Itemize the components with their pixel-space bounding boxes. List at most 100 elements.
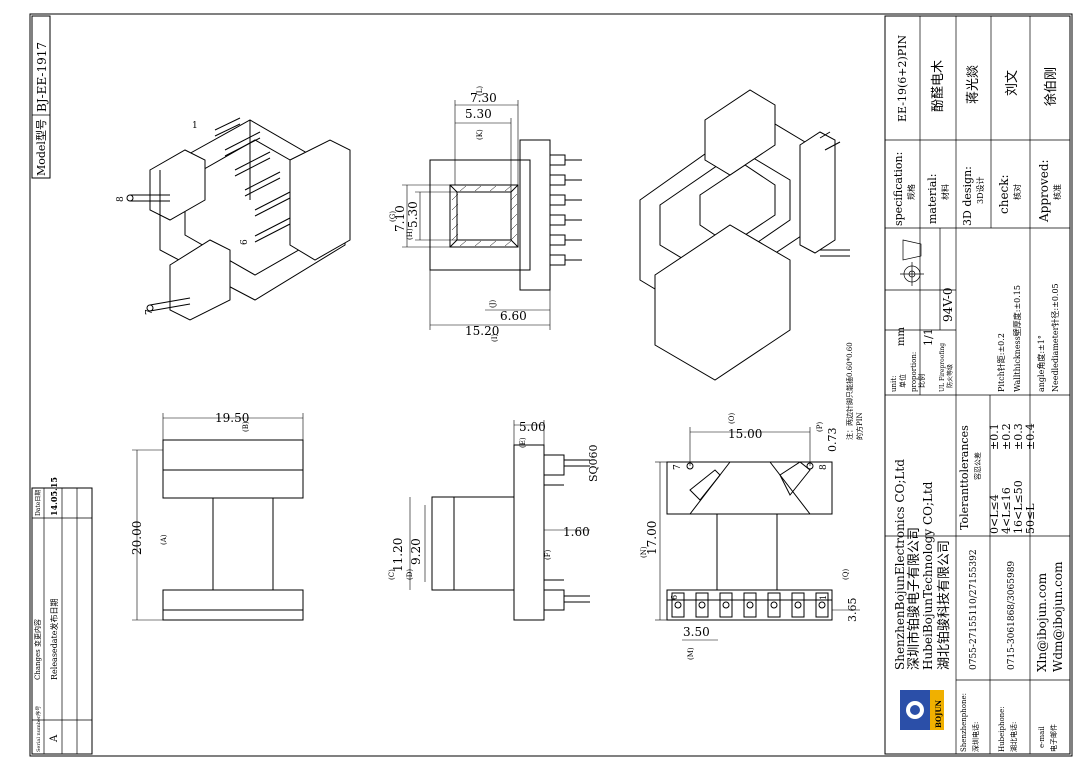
proportion-value: 1/1 — [922, 328, 935, 346]
shenzhen-phone-label-cn: 深圳电话: — [971, 722, 980, 752]
change-header-changes: Changes 变更内容 — [33, 619, 42, 680]
ul-label-cn: 防火等级 — [946, 364, 954, 388]
iso-pin-8-label: 8 — [116, 196, 126, 202]
bottom-pin-1-label: 1 — [819, 595, 828, 600]
approved-value: 徐伯刚 — [1044, 67, 1059, 106]
bottom-pin-6-label: 6 — [670, 595, 679, 600]
dim-top-g-value: 7.10 — [393, 205, 407, 232]
side-view-dimension-lines — [132, 413, 304, 621]
dim-front-c-tag: (C) — [388, 569, 396, 580]
dim-top-j-value: 6.60 — [500, 309, 527, 323]
dim-side-a-value: 20.00 — [130, 521, 144, 555]
bottom-pin-7-label: 7 — [673, 464, 683, 470]
dim-top-i-tag: (I) — [491, 334, 499, 342]
email-1: Xln@ibojun.com — [1035, 572, 1049, 672]
dim-top-h-tag: (H) — [406, 228, 414, 240]
side-view — [162, 439, 304, 621]
dim-bottom-n-tag: (N) — [640, 546, 648, 558]
projection-symbol-icon — [900, 239, 924, 286]
dim-side-b-value: 19.50 — [215, 411, 249, 425]
company-line-2: 深圳市铂骏电子有限公司 — [906, 527, 922, 670]
iso-pin-6-label: 6 — [240, 239, 250, 245]
change-header-date: Date日期 — [34, 490, 42, 516]
top-view-dimension-lines — [402, 100, 551, 330]
design-label-cn: 3D设计 — [975, 176, 985, 204]
note-line-2: 的方PIN — [855, 412, 864, 440]
bottom-view-dimension-lines — [655, 427, 860, 641]
tolerance-title-en: Toleranttolerances — [958, 425, 971, 530]
unit-label-cn: 单位 — [898, 374, 907, 388]
dim-top-j-tag: (J) — [489, 299, 497, 308]
dim-top-l-value: 7.30 — [470, 91, 497, 105]
dim-bottom-n-value: 17.00 — [645, 521, 659, 555]
iso-pin-7-label: 7 — [145, 309, 155, 315]
unit-value: mm — [896, 327, 907, 346]
spec-label-cn: 规格 — [906, 184, 916, 200]
hubei-phone-value: 0715-3061868/3065989 — [1007, 561, 1017, 670]
email-2: Wdm@ibojun.com — [1051, 561, 1065, 672]
iso-pin-1-label: 1 — [192, 121, 198, 131]
tolerance-note-1: Pitch针距:±0.2 — [996, 333, 1006, 392]
top-view — [429, 139, 582, 291]
tolerance-range-3: 16<L≤50 — [1012, 480, 1025, 534]
check-label-cn: 核对 — [1012, 184, 1022, 200]
tolerance-note-2: Wallthickness壁厚度:±0.15 — [1012, 285, 1022, 392]
dim-front-e-value: 5.00 — [519, 420, 546, 434]
design-value: 蒋光燚 — [966, 65, 981, 104]
unit-label-en: unit: — [890, 376, 898, 392]
shenzhen-phone-label: Shenzhenphone: — [960, 693, 968, 752]
tolerance-value-4: ±0.4 — [1024, 423, 1037, 450]
change-row-serial: A — [49, 734, 60, 743]
dim-front-c-value: 11.20 — [391, 538, 405, 572]
company-line-4: 湖北铂骏科技有限公司 — [936, 540, 952, 670]
dim-bottom-o-value: 15.00 — [728, 427, 762, 441]
bottom-view — [666, 461, 833, 621]
material-value: 酚醛电木 — [930, 60, 946, 112]
tolerance-range-2: 4<L≤16 — [1000, 487, 1013, 534]
tolerance-value-1: ±0.1 — [988, 423, 1001, 450]
dim-front-d-value: 9.20 — [409, 538, 423, 565]
tolerance-note-3: angle角度:±1° — [1036, 335, 1046, 392]
dim-top-k-tag: (K) — [476, 129, 484, 140]
dim-front-pin-value: SQ060 — [587, 444, 600, 482]
bottom-pin-8-label: 8 — [819, 464, 829, 470]
change-table: Serial number序号 Changes 变更内容 Date日期 A Re… — [31, 477, 93, 755]
spec-value: EE-19(6+2)PIN — [896, 34, 909, 122]
tolerance-range-4: 50≤L — [1024, 503, 1037, 534]
dim-side-b-tag: (B) — [242, 421, 250, 432]
tolerance-value-2: ±0.2 — [1000, 423, 1013, 450]
tolerance-value-3: ±0.3 — [1012, 423, 1025, 450]
ul-value: 94V-0 — [941, 287, 955, 322]
model-label: Model型号 — [34, 119, 48, 176]
dim-bottom-q-value: 3.65 — [846, 598, 859, 623]
change-row-description: Releasedate发布日期 — [49, 599, 59, 681]
email-label: e-mail — [1038, 725, 1046, 748]
check-label-en: check: — [997, 174, 1011, 214]
shenzhen-phone-value: 0755-27155110/27155392 — [969, 549, 979, 670]
dim-bottom-m-tag: (M) — [687, 647, 695, 660]
spec-label-en: specification: — [892, 152, 905, 226]
dim-bottom-p-value: 0.73 — [826, 428, 839, 453]
dim-bottom-p-tag: (P) — [816, 422, 824, 432]
approved-label-cn: 核准 — [1052, 184, 1062, 200]
dim-front-d-tag: (D) — [406, 569, 414, 580]
bojun-logo: BOJUN — [900, 690, 944, 730]
top-view-hatching — [451, 185, 518, 247]
isometric-view-pins — [126, 117, 351, 321]
proportion-label-en: proportion: — [910, 352, 918, 392]
dim-top-h-value: 5.30 — [406, 201, 420, 228]
hubei-phone-label: Hubeiphone: — [998, 706, 1006, 752]
dim-top-i-value: 15.20 — [465, 324, 499, 338]
change-header-serial: Serial number序号 — [35, 706, 42, 752]
dim-front-f-tag: (F) — [544, 549, 552, 560]
dim-top-l-tag: (L) — [476, 86, 484, 96]
logo-text: BOJUN — [934, 699, 943, 728]
tolerance-range-1: 0<L≤4 — [988, 494, 1001, 534]
sheet-border — [29, 13, 1073, 757]
dim-top-k-value: 5.30 — [465, 107, 492, 121]
dim-top-g-tag: (G) — [389, 211, 397, 222]
tolerance-note-4: Needlediameter针径:±0.05 — [1050, 283, 1060, 392]
title-block — [884, 15, 1071, 755]
company-line-3: HubeiBojunTechnology CO;Ltd — [921, 481, 935, 670]
